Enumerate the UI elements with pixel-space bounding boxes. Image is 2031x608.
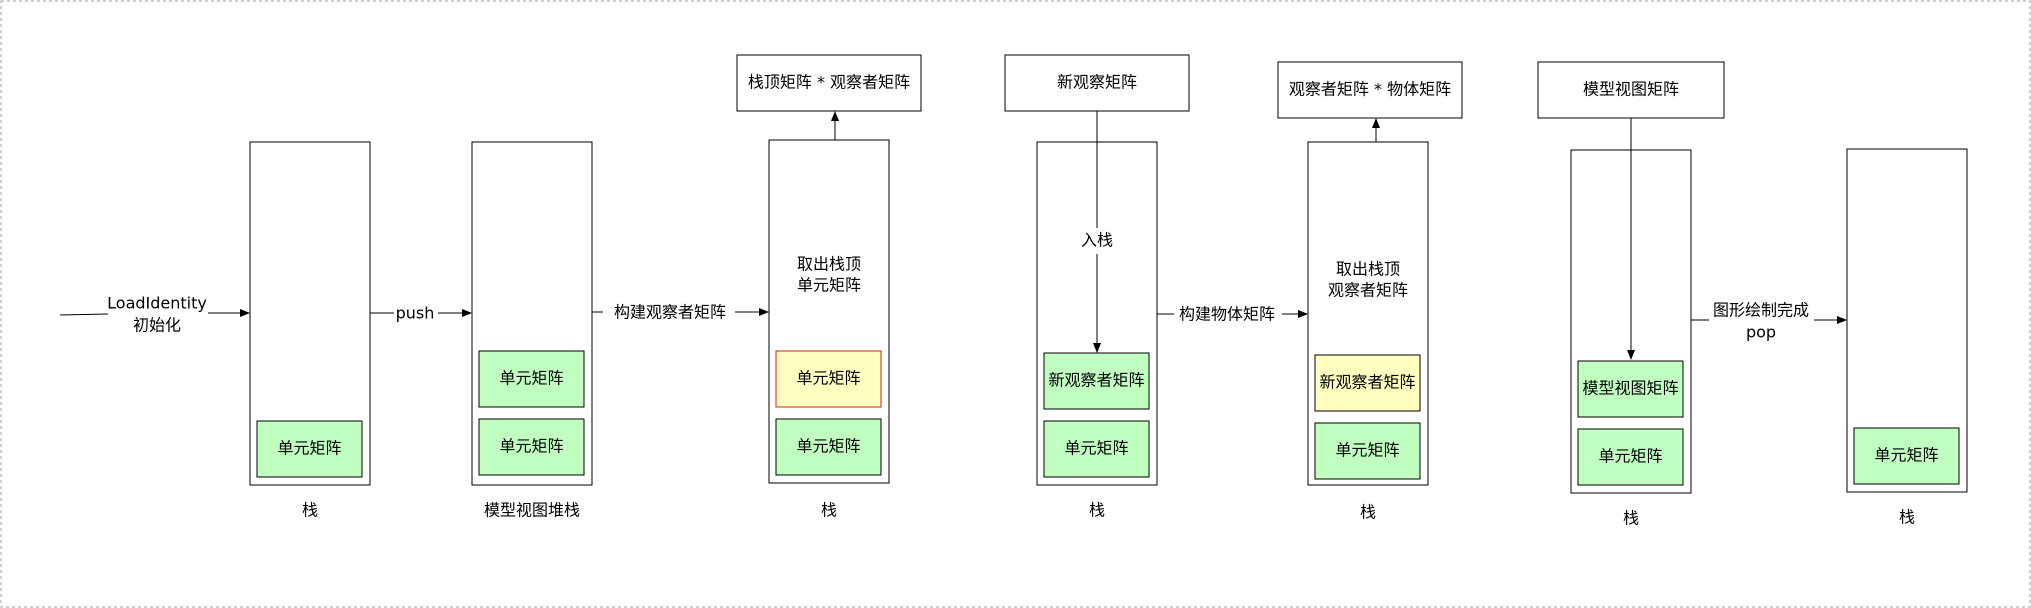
stack-3-caption: 栈 [821, 501, 837, 520]
stack-4-cell-identity [1043, 420, 1150, 478]
push-label: 入栈 [1081, 231, 1113, 250]
stack-2-cell-identity-bottom-label: 单元矩阵 [499, 437, 563, 456]
stack-5-inner-text-line1: 取出栈顶 [1336, 260, 1400, 279]
connector-push-label: push [396, 304, 435, 323]
stack-1-caption: 栈 [302, 501, 318, 520]
stack-5-cell-new-view-label: 新观察者矩阵 [1319, 373, 1415, 392]
connector-pop-label-line1: 图形绘制完成 [1713, 301, 1809, 320]
top-box-3 [736, 54, 922, 112]
stack-6-caption: 栈 [1623, 509, 1639, 528]
top-box-6-label: 模型视图矩阵 [1583, 80, 1679, 99]
connector-loadidentity: LoadIdentity 初始化 [59, 294, 250, 335]
stack-1-cell-identity-label: 单元矩阵 [277, 439, 341, 458]
connector-build-view: 构建观察者矩阵 [592, 303, 769, 322]
stack-4: 新观察矩阵 入栈 新观察者矩阵 单元矩阵 栈 [1004, 54, 1190, 520]
stack-6-cell-model-view [1577, 360, 1684, 418]
stack-5-cell-identity [1314, 422, 1421, 480]
stack-4-cell-identity-label: 单元矩阵 [1064, 439, 1128, 458]
stack-6: 模型视图矩阵 模型视图矩阵 单元矩阵 栈 [1537, 61, 1725, 528]
stack-6-cell-model-view-label: 模型视图矩阵 [1582, 379, 1678, 398]
stack-7: 单元矩阵 栈 [1846, 148, 1968, 527]
stack-2: 单元矩阵 单元矩阵 模型视图堆栈 [471, 141, 593, 520]
stack-1-cell-identity [256, 420, 363, 478]
stack-3-inner-text-line2: 单元矩阵 [797, 276, 861, 295]
stack-3-cell-highlighted [775, 350, 882, 408]
top-box-4 [1004, 54, 1190, 112]
stack-7-caption: 栈 [1899, 508, 1915, 527]
stack-7-cell-identity-label: 单元矩阵 [1874, 446, 1938, 465]
connector-push: push [370, 304, 472, 323]
connector-pop: 图形绘制完成 pop [1691, 301, 1847, 342]
stack-2-cell-identity-bottom [478, 418, 585, 476]
connector-build-view-label: 构建观察者矩阵 [614, 303, 726, 322]
stack-1: 单元矩阵 栈 [249, 141, 371, 520]
stack-6-cell-identity [1577, 428, 1684, 486]
stack-4-caption: 栈 [1089, 501, 1105, 520]
connector-build-object-label: 构建物体矩阵 [1179, 305, 1275, 324]
stack-2-cell-identity-top [478, 350, 585, 408]
top-box-5 [1277, 61, 1463, 119]
stack-2-caption: 模型视图堆栈 [484, 501, 580, 520]
stack-4-cell-new-view-label: 新观察者矩阵 [1048, 371, 1144, 390]
stack-2-cell-identity-top-label: 单元矩阵 [499, 369, 563, 388]
stack-3: 取出栈顶 单元矩阵 单元矩阵 单元矩阵 栈 栈顶矩阵 * 观察者矩阵 [736, 54, 922, 520]
connector-loadidentity-label-line1: LoadIdentity [107, 294, 207, 313]
stack-7-cell-identity [1853, 427, 1960, 485]
connector-loadidentity-label-line2: 初始化 [133, 316, 181, 335]
top-box-3-label: 栈顶矩阵 * 观察者矩阵 [748, 73, 910, 92]
stack-5-inner-text-line2: 观察者矩阵 [1328, 281, 1408, 300]
stack-6-cell-identity-label: 单元矩阵 [1598, 447, 1662, 466]
top-box-4-label: 新观察矩阵 [1057, 73, 1137, 92]
connector-loadidentity-tail [59, 313, 109, 316]
stack-5: 取出栈顶 观察者矩阵 新观察者矩阵 单元矩阵 栈 观察者矩阵 * 物体矩阵 [1277, 61, 1463, 522]
stack-5-caption: 栈 [1360, 503, 1376, 522]
push-label-bg [1070, 230, 1124, 252]
stack-3-cell-identity [775, 418, 882, 476]
stack-3-inner-text-line1: 取出栈顶 [797, 255, 861, 274]
stack-5-cell-identity-label: 单元矩阵 [1335, 441, 1399, 460]
top-box-6 [1537, 61, 1725, 119]
stack-4-cell-new-view [1043, 352, 1150, 410]
connector-build-object: 构建物体矩阵 [1157, 305, 1308, 324]
connector-pop-label-line2: pop [1746, 323, 1776, 342]
stack-3-cell-identity-label: 单元矩阵 [796, 437, 860, 456]
top-box-5-label: 观察者矩阵 * 物体矩阵 [1289, 80, 1451, 99]
stack-3-cell-highlighted-label: 单元矩阵 [796, 369, 860, 388]
stack-5-cell-new-view [1314, 354, 1421, 412]
